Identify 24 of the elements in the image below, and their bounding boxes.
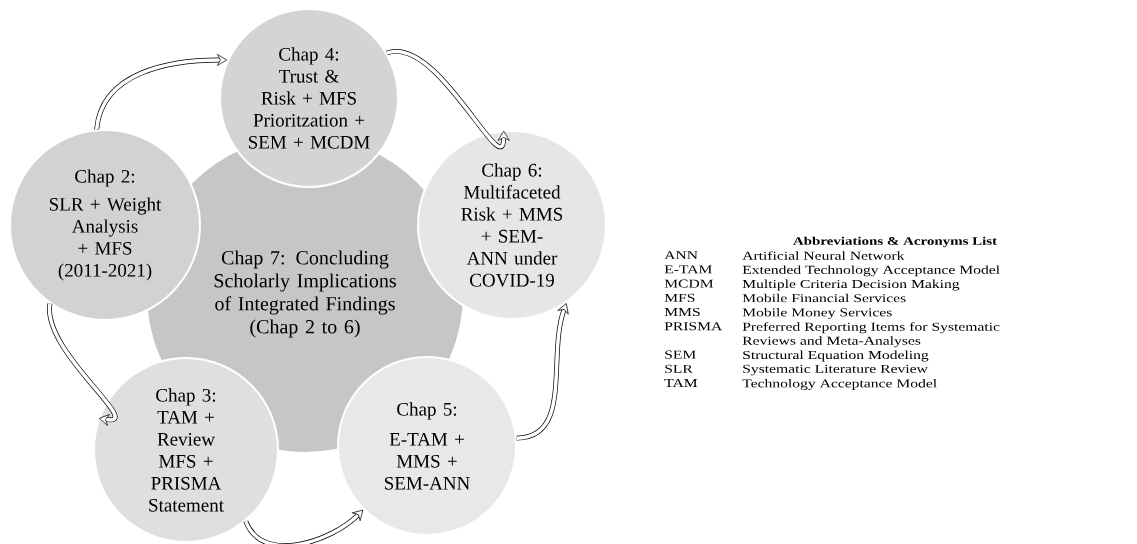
abbreviation: PRISMA	[664, 322, 723, 331]
abbreviation: MFS	[664, 293, 695, 302]
curved-arrow	[516, 303, 569, 441]
abbreviation: TAM	[664, 379, 698, 387]
abbreviation: MCDM	[664, 279, 714, 288]
abbreviation: E-TAM	[664, 265, 712, 274]
curved-arrow	[94, 54, 228, 130]
curved-arrow	[47, 303, 118, 426]
definition: Preferred Reporting Items for Systematic Reviews and Meta-Analyses	[742, 322, 1000, 348]
definition: Mobile Money Services	[742, 308, 892, 319]
table-title: Abbreviations & Acronyms List	[793, 236, 997, 248]
definition: Structural Equation Modeling	[743, 350, 929, 362]
abbreviation: SEM	[665, 350, 696, 359]
definition: Artificial Neural Network	[742, 251, 905, 260]
definition: Systematic Literature Review	[743, 364, 928, 376]
abbreviation: MMS	[664, 308, 700, 317]
curved-arrow	[386, 49, 510, 149]
curved-arrow	[243, 509, 364, 544]
definition: Multiple Criteria Decision Making	[742, 279, 960, 291]
definition: Extended Technology Acceptance Model	[742, 265, 1000, 277]
abbreviation: SLR	[665, 364, 693, 373]
abbreviation: ANN	[664, 251, 698, 260]
definition: Mobile Financial Services	[742, 293, 906, 303]
definition: Technology Acceptance Model	[742, 379, 937, 390]
